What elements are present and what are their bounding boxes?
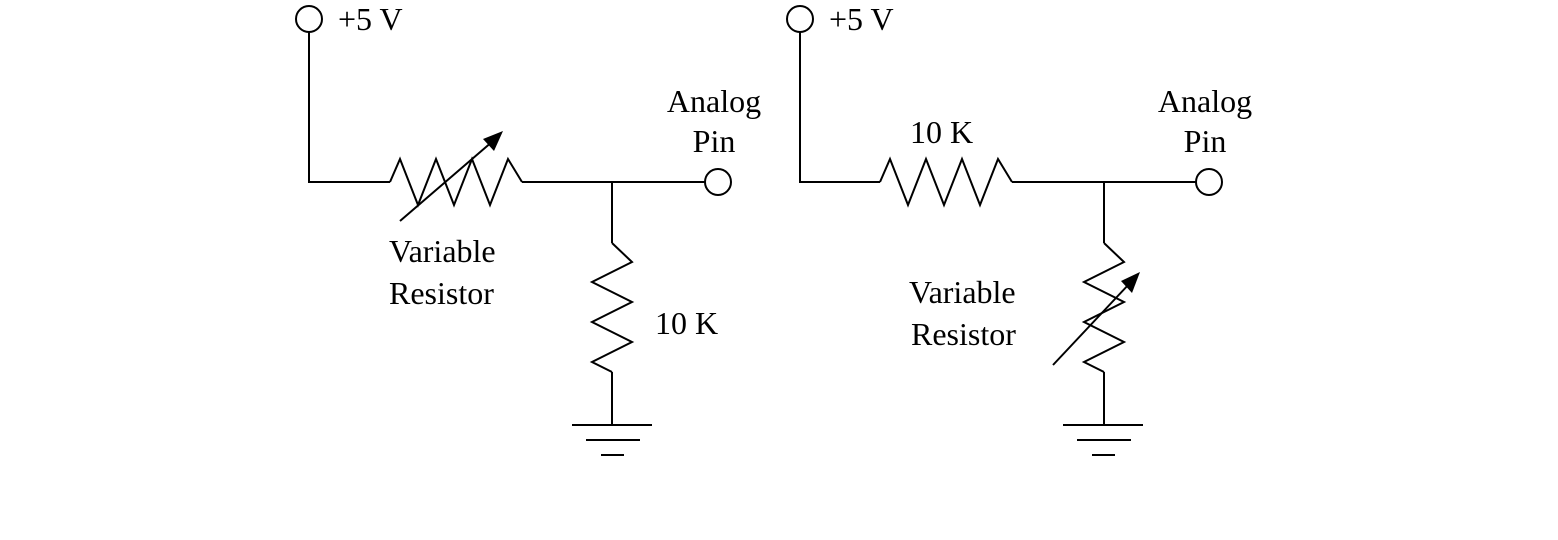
variable-resistor-left bbox=[389, 156, 523, 208]
arrowhead-right bbox=[1121, 272, 1140, 293]
fixed-resistor-value-right: 10 K bbox=[910, 114, 973, 150]
analog-pin-terminal-right bbox=[1195, 168, 1223, 196]
variable-label-left: Variable bbox=[389, 233, 496, 269]
supply-terminal-left bbox=[295, 5, 323, 33]
analog-pin-terminal-left bbox=[704, 168, 732, 196]
pin-label-right: Pin bbox=[1184, 123, 1227, 159]
analog-label-left: Analog bbox=[667, 83, 761, 119]
variable-resistor-arrow-right bbox=[1052, 282, 1131, 366]
arrowhead-left bbox=[483, 131, 503, 151]
fixed-resistor-left bbox=[589, 242, 635, 373]
variable-resistor-arrow-left bbox=[399, 140, 494, 222]
analog-label-right: Analog bbox=[1158, 83, 1252, 119]
variable-label-right: Variable bbox=[909, 274, 1016, 310]
circuit-right: +5 V Analog Pin 10 K Variable Resistor bbox=[786, 1, 1252, 456]
supply-wire-left bbox=[308, 32, 390, 183]
ground-symbol-right bbox=[1063, 424, 1143, 456]
ground-symbol-left bbox=[572, 424, 652, 456]
resistor-label-right: Resistor bbox=[911, 316, 1016, 352]
supply-label-left: +5 V bbox=[338, 1, 403, 37]
supply-wire-right bbox=[799, 32, 880, 183]
pin-label-left: Pin bbox=[693, 123, 736, 159]
supply-label-right: +5 V bbox=[829, 1, 894, 37]
variable-resistor-right bbox=[1081, 242, 1127, 373]
fixed-resistor-right bbox=[879, 156, 1013, 208]
fixed-resistor-value-left: 10 K bbox=[655, 305, 718, 341]
supply-terminal-right bbox=[786, 5, 814, 33]
circuit-left: +5 V Analog Pin Variable Resistor 10 K bbox=[295, 1, 761, 456]
resistor-label-left: Resistor bbox=[389, 275, 494, 311]
